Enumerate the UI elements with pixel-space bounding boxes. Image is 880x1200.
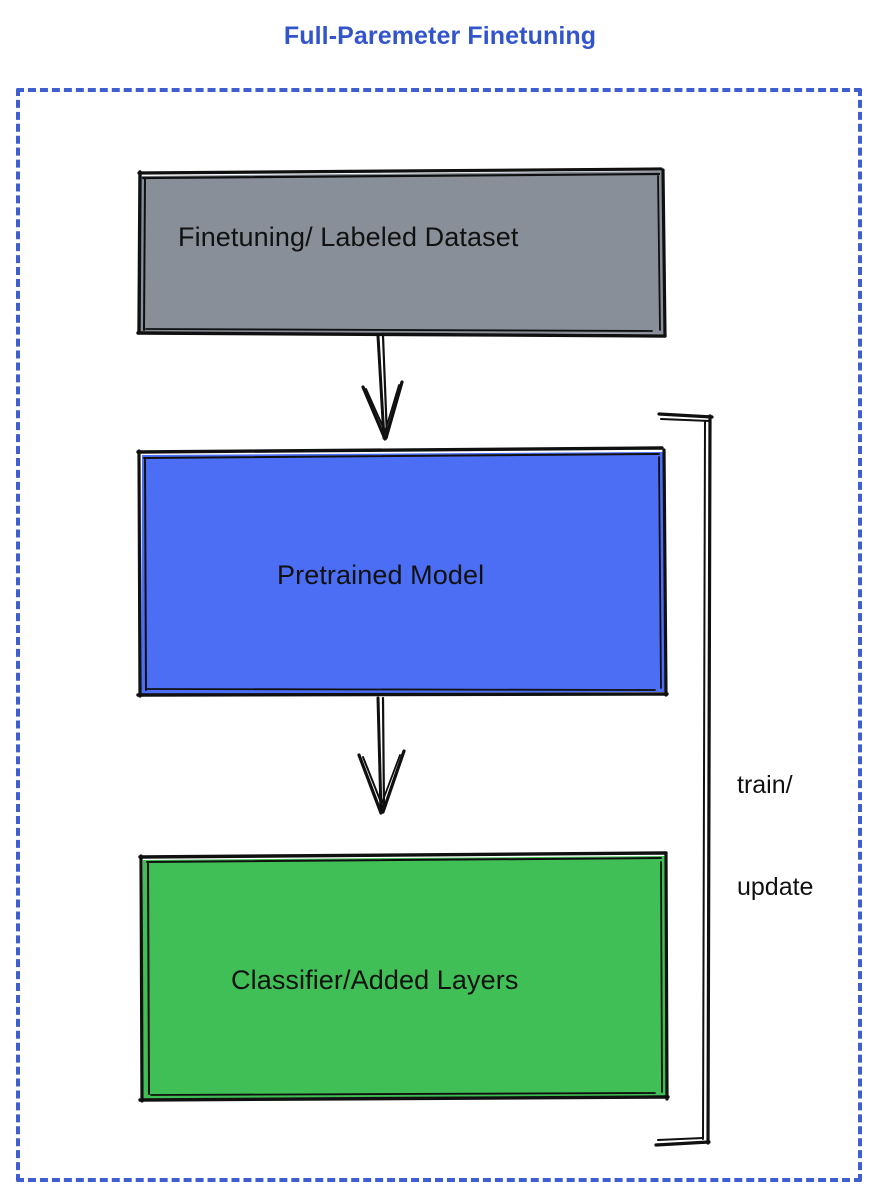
edge-train-update-label-line1: train/ xyxy=(737,771,793,799)
node-pretrained-label: Pretrained Model xyxy=(277,560,485,590)
node-classifier-label: Classifier/Added Layers xyxy=(231,965,519,995)
node-dataset-label: Finetuning/ Labeled Dataset xyxy=(178,222,519,252)
edge-train-update-label: train/ update xyxy=(737,700,813,972)
diagram-title: Full-Paremeter Finetuning xyxy=(283,22,597,50)
edge-train-update-label-line2: update xyxy=(737,873,814,901)
full-parameter-finetuning-group-frame xyxy=(16,88,862,1182)
